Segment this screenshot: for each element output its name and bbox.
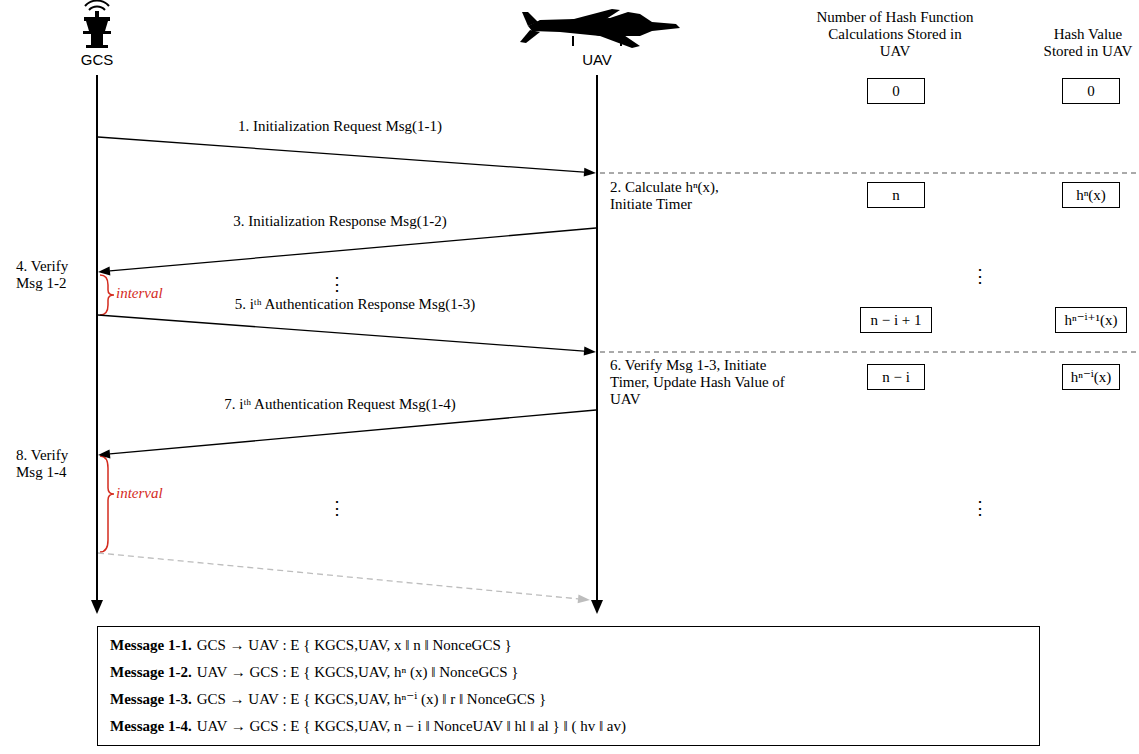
column-heading: Number of Hash Function Calculations Sto… — [815, 9, 975, 60]
ellipsis: ⋮ — [971, 498, 989, 518]
arrowhead — [584, 168, 596, 177]
hash-box: hⁿ(x) — [1062, 182, 1120, 208]
arrowhead — [98, 266, 110, 275]
message-arrow — [98, 137, 596, 177]
message-row: Message 1-4.UAV → GCS : E { KGCS,UAV, n … — [110, 713, 1027, 740]
count-box: n − i — [867, 364, 925, 390]
arrow-line — [110, 410, 596, 454]
message-name: Message 1-3. — [110, 686, 192, 713]
column-heading: Hash Value Stored in UAV — [1040, 26, 1136, 60]
message-name: Message 1-2. — [110, 659, 192, 686]
drone-icon — [520, 9, 680, 48]
box-value: n — [892, 187, 900, 204]
box-value: n − i — [882, 369, 910, 386]
step-note: 2. Calculate hⁿ(x), Initiate Timer — [610, 179, 748, 213]
message-content: GCS → UAV : E { KGCS,UAV, hⁿ⁻ⁱ (x) ‖ r ‖… — [197, 686, 547, 713]
uav-lifeline: UAV — [596, 75, 598, 600]
tower-deck — [83, 31, 111, 34]
message-label: 5. iᵗʰ Authentication Response Msg(1-3) — [232, 295, 479, 313]
signal-arc — [85, 1, 109, 6]
arrow-line — [110, 228, 596, 271]
message-name: Message 1-4. — [110, 713, 192, 740]
tower-cab — [86, 21, 108, 31]
arrow-line — [98, 553, 578, 599]
hash-box: hⁿ⁻ⁱ(x) — [1062, 364, 1120, 390]
message-arrow — [98, 553, 590, 603]
tower-pillar — [91, 34, 103, 46]
hash-box: hⁿ⁻ⁱ⁺¹(x) — [1055, 307, 1127, 333]
message-arrow — [98, 228, 596, 275]
hash-box: 0 — [1062, 78, 1120, 104]
ellipsis: ⋮ — [328, 274, 346, 294]
message-label: 1. Initialization Request Msg(1-1) — [235, 117, 445, 135]
lifeline-arrowhead — [91, 600, 103, 614]
interval-brace — [100, 275, 114, 315]
arrowhead — [578, 594, 590, 603]
tower-roof — [84, 17, 110, 21]
drone-wing — [555, 9, 620, 24]
interval-brace — [100, 456, 114, 552]
count-box: n — [867, 182, 925, 208]
step-note: 4. Verify Msg 1-2 — [16, 258, 90, 292]
step-separator — [600, 173, 1136, 174]
tower-icon — [83, 1, 111, 48]
drone-tail — [520, 30, 540, 43]
lifeline-arrowhead — [591, 600, 603, 614]
arrowhead — [584, 347, 596, 356]
lifeline-name: GCS — [81, 51, 114, 68]
ellipsis: ⋮ — [971, 266, 989, 286]
count-box: 0 — [867, 78, 925, 104]
step-note: 6. Verify Msg 1-3, Initiate Timer, Updat… — [610, 357, 788, 408]
box-value: hⁿ⁻ⁱ⁺¹(x) — [1064, 311, 1117, 329]
message-content: GCS → UAV : E { KGCS,UAV, x ‖ n ‖ NonceG… — [197, 632, 512, 659]
box-value: hⁿ(x) — [1076, 187, 1106, 204]
box-value: 0 — [892, 83, 900, 100]
step-separator — [600, 352, 1136, 353]
arrow-line — [98, 315, 584, 351]
message-content: UAV → GCS : E { KGCS,UAV, n − i ‖ NonceU… — [197, 713, 626, 740]
message-arrow — [98, 315, 596, 356]
message-row: Message 1-3.GCS → UAV : E { KGCS,UAV, hⁿ… — [110, 686, 1027, 713]
tower-base — [86, 45, 108, 48]
arrowhead — [98, 449, 110, 458]
drone-gear — [620, 36, 622, 46]
box-value: hⁿ⁻ⁱ(x) — [1071, 368, 1112, 386]
step-note: 8. Verify Msg 1-4 — [16, 447, 90, 481]
antenna — [95, 11, 99, 17]
drone-wing — [560, 26, 640, 48]
interval-label: interval — [116, 285, 186, 302]
message-row: Message 1-1.GCS → UAV : E { KGCS,UAV, x … — [110, 632, 1027, 659]
count-box: n − i + 1 — [860, 307, 932, 333]
message-label: 7. iᵗʰ Authentication Request Msg(1-4) — [221, 395, 458, 413]
gcs-lifeline: GCS — [96, 75, 98, 600]
box-value: 0 — [1087, 83, 1095, 100]
lifeline-name: UAV — [582, 51, 612, 68]
drone-tail — [522, 12, 538, 26]
message-box: Message 1-1.GCS → UAV : E { KGCS,UAV, x … — [97, 626, 1040, 746]
interval-label: interval — [116, 485, 186, 502]
box-value: n − i + 1 — [870, 312, 921, 329]
signal-arc — [89, 7, 105, 10]
message-name: Message 1-1. — [110, 632, 192, 659]
arrow-line — [98, 137, 584, 172]
message-arrow — [98, 410, 596, 458]
message-row: Message 1-2.UAV → GCS : E { KGCS,UAV, hⁿ… — [110, 659, 1027, 686]
ellipsis: ⋮ — [328, 498, 346, 518]
message-label: 3. Initialization Response Msg(1-2) — [230, 212, 449, 230]
message-content: UAV → GCS : E { KGCS,UAV, hⁿ (x) ‖ Nonce… — [197, 659, 519, 686]
drone-gear — [572, 36, 574, 46]
